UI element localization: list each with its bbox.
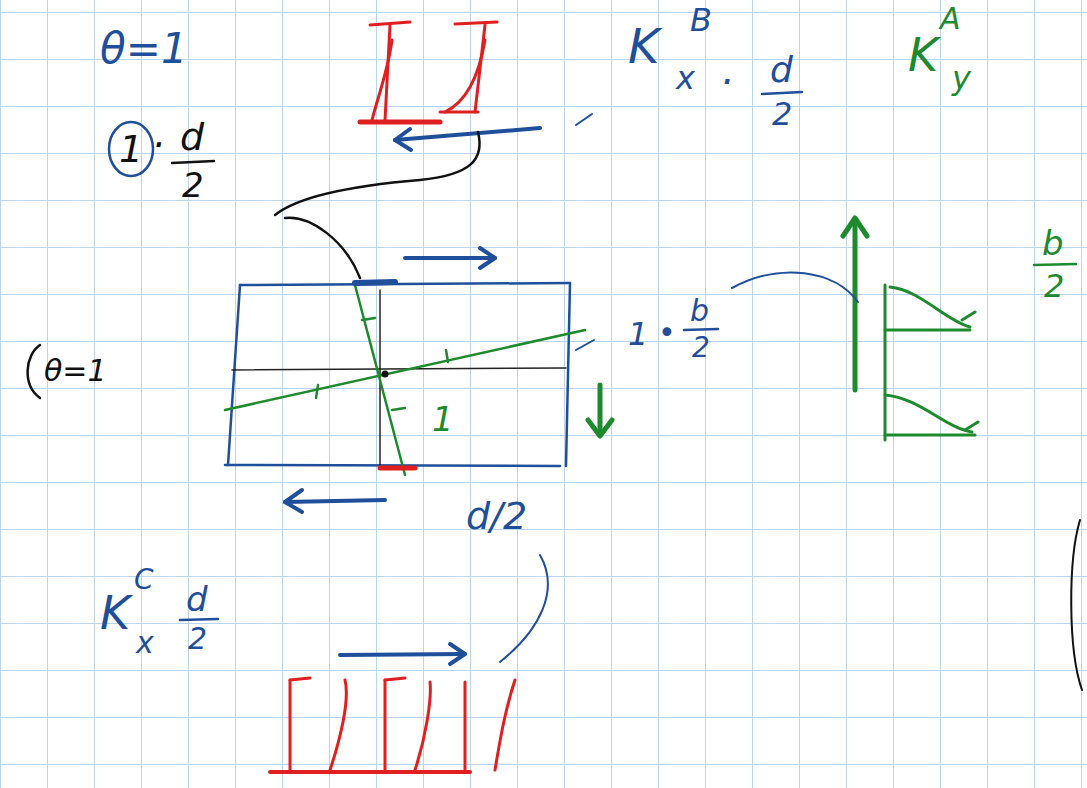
stiffness-symbol: K xyxy=(908,32,938,78)
contact-mark xyxy=(355,282,395,283)
angle-label: θ=1 xyxy=(100,28,188,70)
contact-mark xyxy=(380,466,415,471)
spring-symbol xyxy=(360,22,497,122)
axis-lines xyxy=(232,290,566,465)
partial-arc xyxy=(1071,520,1082,690)
unit-value: 1 xyxy=(119,130,143,168)
unit-value: 1 xyxy=(432,402,454,436)
fraction-denominator: 2 xyxy=(182,168,204,202)
dimension-label: d/2 xyxy=(466,497,527,535)
unit-value: 1 xyxy=(628,318,648,350)
spring-force-diagram xyxy=(843,218,978,440)
stiffness-symbol: K xyxy=(100,590,130,636)
rotated-axes xyxy=(225,285,585,475)
multiply-dot: • xyxy=(658,318,676,348)
stiffness-symbol: K xyxy=(628,22,659,70)
fraction-numerator: b xyxy=(690,296,709,326)
fraction-denominator: 2 xyxy=(692,334,710,362)
fraction-numerator: d xyxy=(186,582,208,616)
fraction-denominator: 2 xyxy=(1044,270,1064,302)
subscript: y xyxy=(952,62,971,94)
force-arrow xyxy=(285,128,540,664)
fraction-denominator: 2 xyxy=(188,624,207,654)
fraction-bar xyxy=(172,161,214,163)
leader-line xyxy=(275,132,480,278)
subscript: x xyxy=(676,62,695,94)
center-dot xyxy=(382,371,389,378)
superscript: B xyxy=(690,4,712,36)
circle-mark xyxy=(28,345,40,398)
angle-label: θ=1 xyxy=(44,356,107,386)
displacement-arrow xyxy=(588,385,612,436)
fraction-numerator: d xyxy=(770,52,793,88)
fraction-bar xyxy=(180,92,802,620)
multiply-dot: · xyxy=(720,62,733,102)
superscript: A xyxy=(940,4,961,34)
leader-line xyxy=(500,114,858,662)
fraction-numerator: d xyxy=(180,118,204,156)
multiply-dot: · xyxy=(152,126,164,164)
fraction-bar xyxy=(1034,264,1076,265)
subscript: x xyxy=(136,628,154,658)
fraction-numerator: b xyxy=(1042,226,1064,260)
spring-symbol xyxy=(270,678,515,772)
circle-mark xyxy=(109,122,153,176)
superscript: C xyxy=(134,566,154,594)
rigid-block xyxy=(225,283,570,466)
fraction-denominator: 2 xyxy=(772,98,792,130)
